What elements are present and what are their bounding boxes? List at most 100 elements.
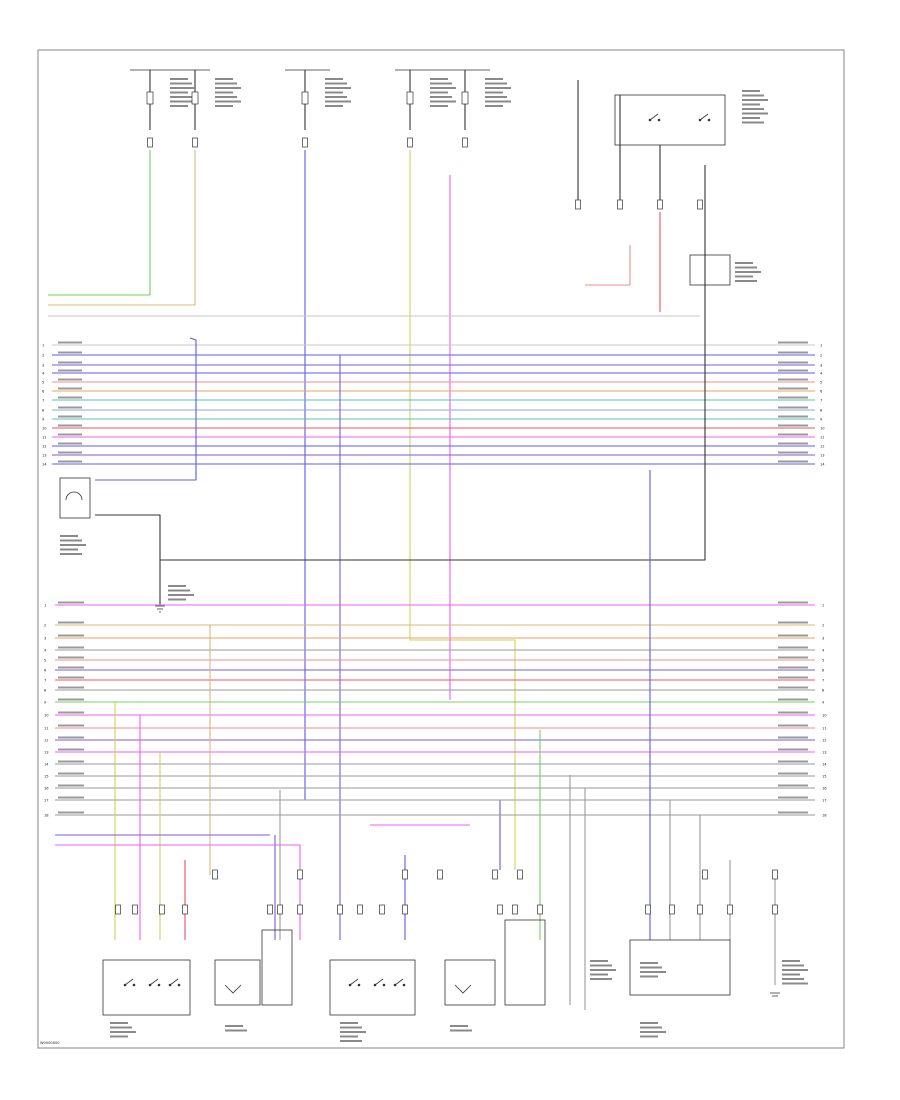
bus-pin-number: 17 — [822, 798, 827, 802]
control-module-label-glyph — [640, 1031, 666, 1033]
pressure-switch-label-glyph — [735, 280, 757, 282]
component-connector — [337, 904, 343, 915]
bus-pin-number: 8 — [44, 688, 47, 692]
left-motor-switch-box — [261, 929, 293, 1006]
right-actuator-label-glyph — [340, 1035, 358, 1038]
fuse-label-glyph — [430, 105, 448, 107]
sensor-icon — [65, 491, 83, 501]
bus-wire-label-glyph — [58, 666, 84, 669]
sensor-label-glyph — [590, 960, 608, 962]
terminal-dot — [177, 983, 181, 987]
component-connector — [537, 904, 543, 915]
bus-pin-number: 1 — [44, 603, 46, 607]
bus-pin-number: 17 — [44, 798, 49, 802]
pressure-switch-label-glyph — [735, 275, 753, 278]
component-connector — [297, 904, 303, 915]
fuse-label-glyph — [215, 87, 241, 89]
bus-pin-number: 6 — [44, 668, 47, 672]
bus-wire-label-glyph — [58, 711, 84, 714]
bus-wire-label-glyph — [778, 796, 808, 799]
terminal-dot — [698, 118, 702, 122]
sensor-label-glyph — [60, 548, 78, 551]
bus-pin-number: 11 — [42, 435, 47, 439]
fuse-connector — [407, 137, 413, 148]
bus-pin-number: 18 — [822, 813, 827, 817]
motor-icon — [454, 984, 472, 994]
bus-wire-label-glyph — [58, 621, 84, 624]
bus-wire-label-glyph — [58, 406, 82, 409]
bus-pin-number: 3 — [820, 363, 822, 367]
fuse-label-glyph — [215, 96, 237, 98]
fuse-connector — [462, 137, 468, 148]
bus-wire-label-glyph — [778, 451, 808, 454]
fuse-icon — [301, 91, 309, 105]
bus-wire-label-glyph — [58, 361, 82, 364]
relay-box — [614, 94, 726, 146]
component-connector — [669, 904, 675, 915]
bus-wire-label-glyph — [778, 748, 808, 751]
fuse-label-glyph — [325, 87, 351, 89]
left-actuator-label-glyph — [110, 1026, 132, 1029]
control-module-label-glyph — [640, 1026, 662, 1029]
bus-wire-label-glyph — [778, 433, 808, 436]
terminal-dot — [382, 983, 386, 987]
terminal-dot — [402, 983, 406, 987]
bus-wire-label-glyph — [778, 736, 808, 739]
relay-label-glyph — [742, 99, 768, 101]
bus-pin-number: 4 — [822, 648, 825, 652]
bus-pin-number: 11 — [44, 726, 49, 730]
ground-icon — [770, 992, 780, 997]
component-connector — [357, 904, 363, 915]
pressure-switch-label-glyph — [735, 271, 761, 273]
bus-wire-label-glyph — [778, 646, 808, 649]
bus-pin-number: 6 — [42, 389, 45, 393]
bus-wire-label-glyph — [58, 378, 82, 381]
fuse-label-glyph — [485, 105, 503, 107]
bus-pin-number: 3 — [822, 636, 824, 640]
bus-wire-label-glyph — [58, 341, 82, 344]
bus-pin-number: 3 — [42, 363, 44, 367]
actuator-switch — [169, 978, 179, 986]
bus-wire-label-glyph — [58, 424, 82, 427]
bus-wire-label-glyph — [58, 387, 82, 390]
left-motor-label-glyph — [225, 1025, 243, 1027]
fuse-label-glyph — [485, 91, 503, 94]
relay-switch — [649, 113, 659, 121]
fuse-label-glyph — [430, 100, 456, 103]
bus-pin-number: 12 — [820, 444, 825, 448]
fuse-label-glyph — [325, 100, 351, 103]
bus-wire-label-glyph — [778, 442, 808, 445]
bus-pin-number: 13 — [42, 453, 47, 457]
relay-connector — [617, 199, 623, 210]
bus-wire-label-glyph — [58, 369, 82, 372]
component-connector — [402, 869, 408, 880]
bus-pin-number: 5 — [820, 380, 822, 384]
sensor-label-glyph — [590, 973, 608, 976]
fuse-icon — [146, 91, 154, 105]
bus-pin-number: 6 — [822, 668, 825, 672]
bus-pin-number: 5 — [44, 658, 46, 662]
bus-pin-number: 2 — [42, 353, 44, 357]
bus-wire-label-glyph — [58, 442, 82, 445]
bus-pin-number: 13 — [820, 453, 825, 457]
sensor-label-glyph — [782, 978, 804, 980]
fuse-label-glyph — [170, 87, 196, 89]
right-actuator-box — [329, 959, 416, 1016]
diagram-frame — [37, 49, 845, 1049]
relay-label-glyph — [742, 108, 764, 110]
right-actuator-label-glyph — [340, 1022, 358, 1024]
bus-pin-number: 4 — [820, 371, 823, 375]
wire — [585, 245, 631, 286]
left-sensor-box — [59, 477, 91, 519]
bus-pin-number: 11 — [822, 726, 827, 730]
component-connector — [697, 904, 703, 915]
bus-pin-number: 15 — [822, 774, 827, 778]
bus-pin-number: 6 — [820, 389, 823, 393]
fuse-label-glyph — [170, 91, 188, 94]
component-connector — [132, 904, 138, 915]
fuse-label-glyph — [325, 82, 347, 85]
control-module-box — [629, 939, 731, 996]
fuse-label-glyph — [430, 91, 448, 94]
component-connector — [772, 869, 778, 880]
